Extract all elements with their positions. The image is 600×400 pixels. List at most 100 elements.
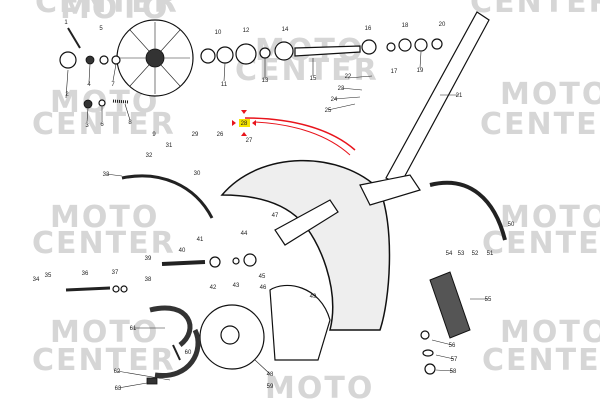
bearing — [361, 39, 377, 55]
part-number-label: 40 — [179, 248, 186, 254]
part-number-label: 3 — [85, 123, 89, 129]
part-number-label: 48 — [267, 372, 274, 378]
washer — [431, 38, 443, 50]
fork-bracket — [359, 174, 421, 206]
fork-gaiter — [429, 271, 471, 339]
part-number-label: 59 — [267, 384, 274, 390]
part-number-label: 6 — [100, 122, 104, 128]
highlighted-part — [244, 117, 356, 151]
watermark-text: CENTER — [482, 226, 600, 261]
part-number-label: 50 — [508, 222, 515, 228]
bearing — [274, 41, 294, 61]
part-number-label: 33 — [103, 172, 110, 178]
circlip — [200, 48, 216, 64]
part-number-label: 26 — [217, 132, 224, 138]
part-number-label: 2 — [65, 92, 69, 98]
watermark-text: CENTER — [235, 53, 379, 88]
part-number-label: 24 — [331, 97, 338, 103]
washer — [422, 349, 434, 357]
part-number-label: 29 — [192, 132, 199, 138]
pin — [161, 260, 206, 266]
brake-rod — [65, 286, 111, 292]
part-number-label: 38 — [145, 277, 152, 283]
part-number-label: 58 — [450, 369, 457, 375]
part-number-labels: 1234567891011121314151617181920212223242… — [33, 20, 515, 392]
highlight-marker — [239, 119, 250, 127]
watermark-text: MOTO — [500, 77, 600, 112]
part-number-label: 53 — [458, 251, 465, 257]
part-number-label: 31 — [166, 143, 173, 149]
watermark-text: MOTO — [50, 315, 159, 350]
washer — [386, 42, 396, 52]
part-number-label: 20 — [439, 22, 446, 28]
part-number-label: 34 — [33, 277, 40, 283]
brake-shoe — [154, 328, 201, 378]
watermark-text: MOTO — [500, 200, 600, 235]
plug — [424, 363, 436, 375]
part-number-label: 37 — [112, 270, 119, 276]
fork-tube — [385, 11, 490, 186]
part-number-label: 16 — [365, 26, 372, 32]
part-number-label: 30 — [194, 171, 201, 177]
fender-strap — [429, 180, 507, 241]
washer — [99, 55, 109, 65]
part-number-label: 42 — [210, 285, 217, 291]
part-number-label: 14 — [282, 27, 289, 33]
part-number-label: 54 — [446, 251, 453, 257]
part-number-label: 18 — [402, 23, 409, 29]
part-number-label: 45 — [259, 274, 266, 280]
watermark-text: CENTER — [470, 0, 600, 20]
part-number-label: 51 — [487, 251, 494, 257]
washer — [98, 99, 106, 107]
nut — [85, 55, 95, 65]
part-number-label: 62 — [114, 369, 121, 375]
hub-center — [145, 48, 165, 68]
part-number-label: 32 — [146, 153, 153, 159]
bearing — [398, 38, 412, 52]
part-number-label: 9 — [152, 132, 156, 138]
part-number-label: 49 — [310, 294, 317, 300]
watermark-text: MOTO — [50, 200, 159, 235]
bearing — [414, 38, 428, 52]
part-number-label: 19 — [417, 68, 424, 74]
part-number-label: 28 — [241, 121, 248, 127]
part-number-label: 43 — [233, 283, 240, 289]
part-number-label: 27 — [246, 138, 253, 144]
part-number-label: 5 — [99, 26, 103, 32]
watermark-text: CENTER — [32, 343, 176, 378]
leader-lines — [65, 51, 488, 389]
part-number-label: 11 — [221, 82, 228, 88]
part-number-label: 23 — [338, 86, 345, 92]
part-number-label: 8 — [128, 120, 132, 126]
part-number-label: 46 — [260, 285, 267, 291]
part-number-label: 36 — [82, 271, 89, 277]
watermark-text: CENTER — [480, 107, 600, 142]
watermark-text: CENTER — [35, 0, 179, 20]
swing-arm — [269, 284, 331, 361]
part-number-label: 63 — [115, 386, 122, 392]
watermark-text: CENTER — [32, 107, 176, 142]
hub-cap — [59, 51, 77, 69]
part-number-label: 1 — [64, 20, 68, 26]
brake-spring — [172, 344, 181, 361]
part-number-label: 44 — [241, 231, 248, 237]
part-number-label: 57 — [451, 357, 458, 363]
watermark-text: CENTER — [32, 226, 176, 261]
part-number-label: 35 — [45, 273, 52, 279]
bearing-ring — [216, 46, 234, 64]
watermark-text: CENTER — [482, 343, 600, 378]
part-number-label: 60 — [185, 350, 192, 356]
clip — [146, 377, 158, 385]
part-number-label: 10 — [215, 30, 222, 36]
hub-parts — [59, 19, 443, 109]
part-number-label: 52 — [472, 251, 479, 257]
part-number-label: 47 — [272, 213, 279, 219]
brake-plate-center — [220, 325, 240, 345]
part-number-label: 41 — [197, 237, 204, 243]
nut — [83, 99, 93, 109]
spring — [112, 99, 129, 104]
screw — [67, 27, 81, 49]
fork-arm — [274, 199, 339, 246]
brake-shoe — [149, 305, 193, 347]
